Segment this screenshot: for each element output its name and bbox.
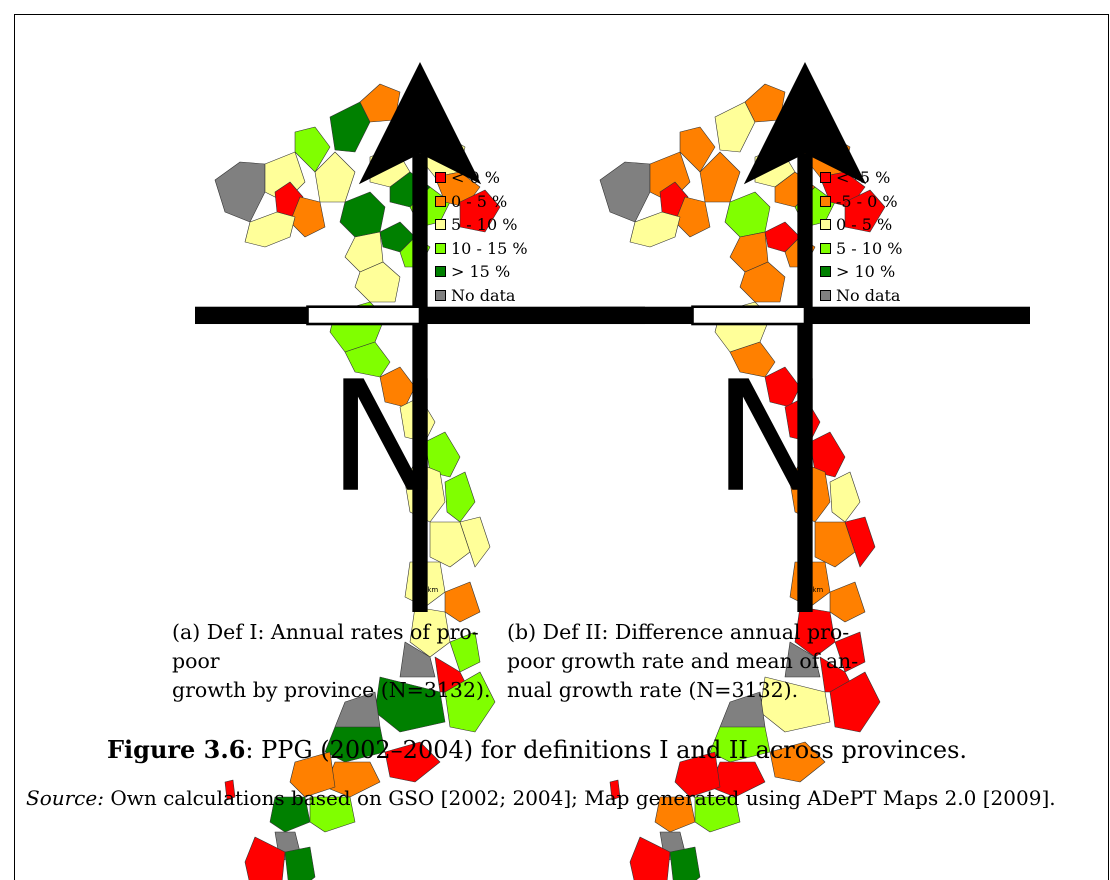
legend-label: 5 - 10 % xyxy=(836,238,903,258)
svg-text:N: N xyxy=(713,349,827,527)
legend-label: > 10 % xyxy=(836,262,896,281)
legend-swatch xyxy=(820,219,831,231)
legend-swatch xyxy=(435,266,446,278)
svg-text:N: N xyxy=(328,349,442,527)
legend-item: > 15 % xyxy=(435,260,528,284)
legend-item: < 0 % xyxy=(435,166,528,190)
legend-item: -5 - 0 % xyxy=(820,190,902,214)
legend-label: 5 - 10 % xyxy=(451,215,518,234)
legend-swatch xyxy=(435,242,446,254)
subcaption-a-line1: (a) Def I: Annual rates of pro-poor xyxy=(172,620,479,673)
legend-item: 0 - 5 % xyxy=(435,190,528,214)
legend-swatch xyxy=(820,242,831,254)
subcaption-b-line3: nual growth rate (N=3132). xyxy=(507,678,799,702)
legend-swatch xyxy=(820,172,831,184)
scale-label-a: 300km xyxy=(414,586,439,594)
legend-label: 10 - 15 % xyxy=(451,238,528,258)
legend-label: > 15 % xyxy=(451,262,511,281)
figure-label: Figure 3.6 xyxy=(107,735,246,764)
scale-bar-icon xyxy=(580,305,1030,326)
legend-label: No data xyxy=(451,285,516,305)
legend-a: < 0 % 0 - 5 % 5 - 10 % 10 - 15 % > 15 % No da… xyxy=(435,166,528,307)
scale-bar-icon xyxy=(195,305,645,326)
source-label: Source: xyxy=(26,786,104,810)
legend-swatch xyxy=(820,266,831,278)
subcaption-b: (b) Def II: Difference annual pro- poor … xyxy=(507,618,887,705)
legend-label: -5 - 0 % xyxy=(836,191,898,211)
map-b-svg xyxy=(599,83,886,880)
legend-item: < -5 % xyxy=(820,166,902,190)
north-arrow-icon: N xyxy=(713,62,867,612)
legend-b: < -5 % -5 - 0 % 0 - 5 % 5 - 10 % > 10 % No da… xyxy=(820,166,902,307)
subcaption-a-line2: growth by province (N=3132). xyxy=(172,678,491,702)
legend-swatch xyxy=(435,219,446,231)
legend-swatch xyxy=(435,289,446,301)
map-a: N < 0 % 0 - 5 % 5 - 10 % 10 - 15 % > 15 % No … xyxy=(195,62,645,880)
figure-source: Source: Own calculations based on GSO [2… xyxy=(26,784,1096,813)
figure-title: PPG (2002–2004) for definitions I and II… xyxy=(261,736,968,764)
source-text: Own calculations based on GSO [2002; 200… xyxy=(110,786,1056,810)
legend-item: 5 - 10 % xyxy=(820,237,902,261)
legend-swatch xyxy=(820,195,831,207)
legend-item: 10 - 15 % xyxy=(435,237,528,261)
legend-label: < -5 % xyxy=(836,168,891,187)
legend-label: No data xyxy=(836,285,901,305)
legend-swatch xyxy=(435,172,446,184)
legend-swatch xyxy=(820,289,831,301)
subcaption-b-line2: poor growth rate and mean of an- xyxy=(507,649,859,673)
legend-item: 0 - 5 % xyxy=(820,213,902,237)
legend-label: 0 - 5 % xyxy=(451,191,508,211)
scale-label-b: 300km xyxy=(799,586,824,594)
map-b: N < -5 % -5 - 0 % 0 - 5 % 5 - 10 % > 10 % No … xyxy=(580,62,1030,880)
north-arrow-icon: N xyxy=(328,62,482,612)
legend-item: No data xyxy=(435,284,528,308)
legend-label: < 0 % xyxy=(451,168,500,187)
legend-item: 5 - 10 % xyxy=(435,213,528,237)
legend-label: 0 - 5 % xyxy=(836,215,893,234)
legend-item: No data xyxy=(820,284,902,308)
figure-frame xyxy=(14,14,1109,880)
legend-item: > 10 % xyxy=(820,260,902,284)
figure-caption: Figure 3.6: PPG (2002–2004) for definiti… xyxy=(107,735,968,764)
legend-swatch xyxy=(435,195,446,207)
subcaption-a: (a) Def I: Annual rates of pro-poor grow… xyxy=(172,618,510,705)
subcaption-b-line1: (b) Def II: Difference annual pro- xyxy=(507,620,850,644)
